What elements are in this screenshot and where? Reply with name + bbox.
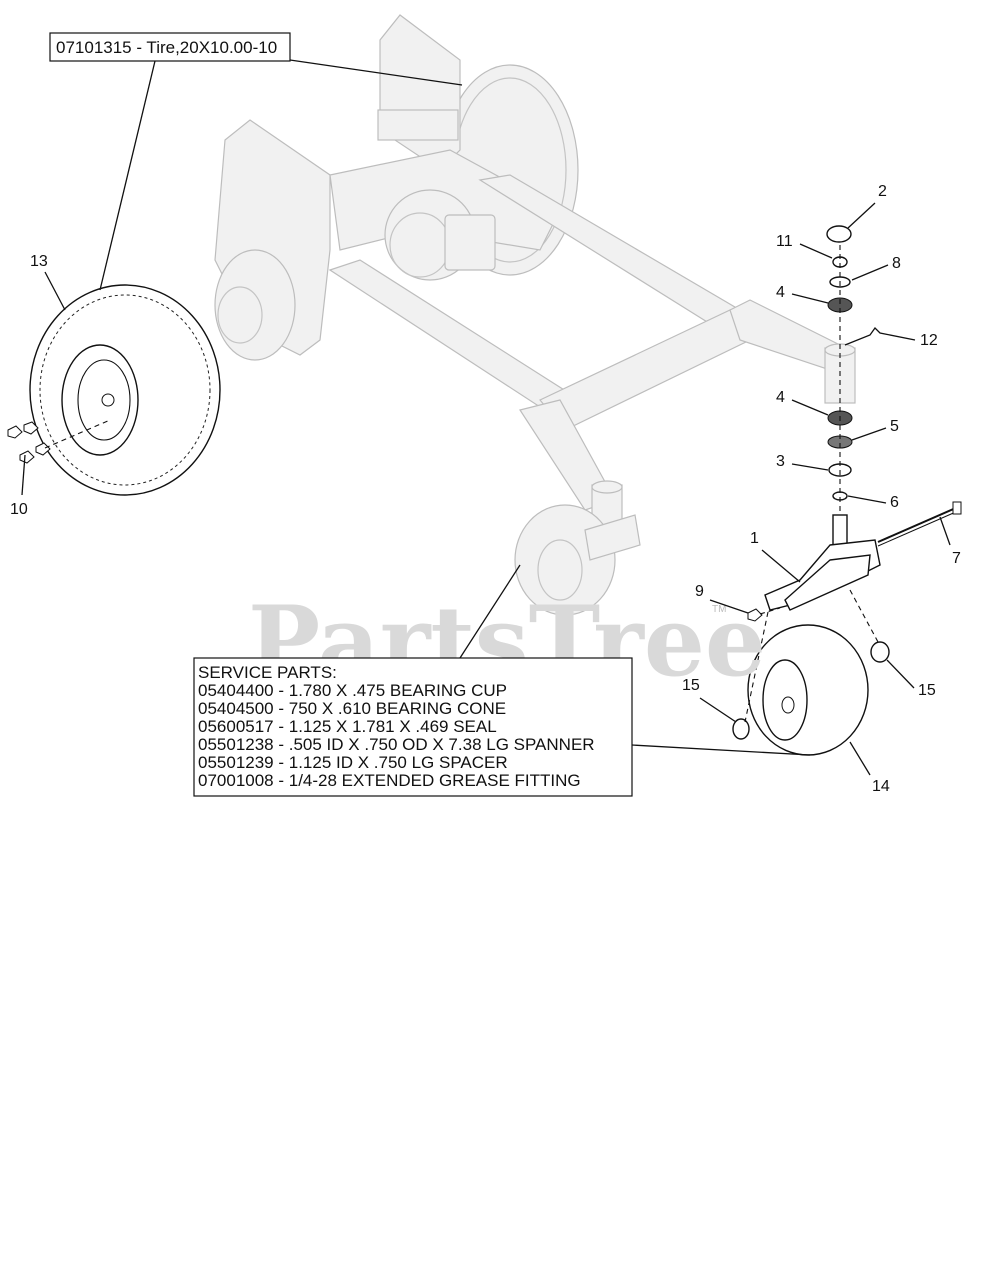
tire-callout-box [49,32,291,62]
fork-spindle [832,514,848,546]
service-part-line: 05501238 - .505 ID X .750 OD X 7.38 LG S… [198,735,595,754]
watermark-tm: TM [712,604,726,615]
callout-1: 1 [750,530,759,547]
callout-10: 10 [10,501,28,518]
caster-exploded [732,225,962,756]
callout-4b: 4 [776,389,785,406]
callout-8: 8 [892,255,901,272]
callout-12: 12 [920,332,938,349]
callout-9: 9 [695,583,704,600]
service-part-line: 05404500 - 750 X .610 BEARING CONE [198,699,506,718]
frame-crossmember [539,309,751,431]
caster-fork-left [584,514,641,561]
callout-11: 11 [776,233,793,250]
callout-6: 6 [890,494,899,511]
dust-cap [826,225,852,243]
callout-2: 2 [878,183,887,200]
callout-14: 14 [872,778,890,795]
transaxle [214,249,296,361]
motor-housing [444,214,496,271]
callout-7: 7 [952,550,961,567]
service-part-line: 05600517 - 1.125 X 1.781 X .469 SEAL [198,717,497,736]
mower-frame [214,14,852,616]
callout-15b: 15 [918,682,936,699]
tire-callout-text: 07101315 - Tire,20X10.00-10 [56,38,277,57]
frame-rail-left [328,259,581,421]
callout-numbers: 2 11 8 4 12 4 5 3 6 1 7 9 15 15 14 13 10 [10,183,961,795]
wheel-rim [61,344,139,456]
callout-4a: 4 [776,284,785,301]
callout-15a: 15 [682,677,700,694]
service-parts-box [193,657,633,797]
callout-13: 13 [30,253,48,270]
rear-tire-13 [29,284,221,496]
service-parts-heading: SERVICE PARTS: [198,663,337,682]
service-part-line: 07001008 - 1/4-28 EXTENDED GREASE FITTIN… [198,771,581,790]
service-part-line: 05501239 - 1.125 ID X .750 LG SPACER [198,753,508,772]
service-part-line: 05404400 - 1.780 X .475 BEARING CUP [198,681,507,700]
lug-nuts-10 [7,419,111,464]
frame-bracket [377,109,459,141]
frame-upright [379,14,461,171]
callout-3: 3 [776,453,785,470]
callout-5: 5 [890,418,899,435]
